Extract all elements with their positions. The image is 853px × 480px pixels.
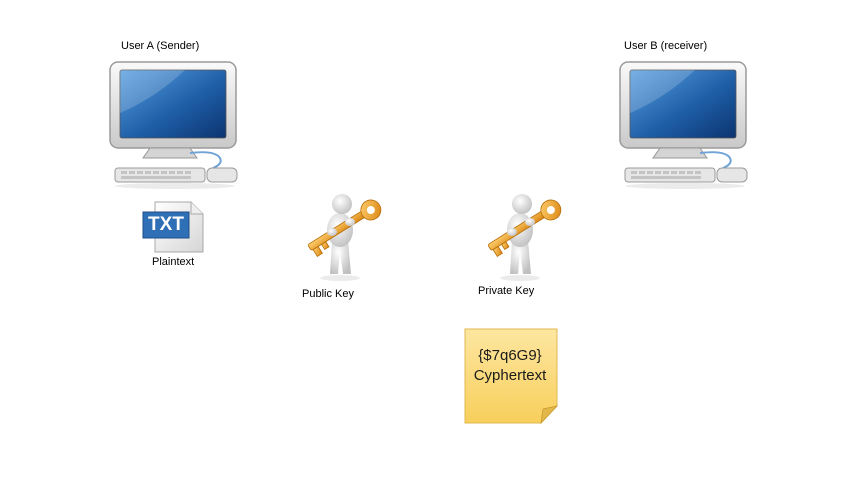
- private-key-figure-icon: [488, 194, 562, 281]
- plaintext-label: Plaintext: [152, 256, 195, 268]
- user-a-computer-icon: [109, 61, 238, 189]
- user-a-label: User A (Sender): [121, 40, 200, 52]
- ciphertext-sticky-note: {$7q6G9} Cyphertext: [464, 328, 558, 424]
- user-b-computer-icon: [619, 61, 748, 189]
- user-b-label: User B (receiver): [624, 40, 708, 52]
- txt-badge: TXT: [148, 214, 184, 235]
- private-key-label: Private Key: [478, 285, 535, 297]
- public-key-label: Public Key: [302, 288, 354, 300]
- ciphertext-code: {$7q6G9}: [478, 347, 542, 364]
- public-key-figure-icon: [308, 194, 382, 281]
- ciphertext-label: Cyphertext: [473, 367, 547, 384]
- txt-file-icon: TXT: [141, 200, 207, 254]
